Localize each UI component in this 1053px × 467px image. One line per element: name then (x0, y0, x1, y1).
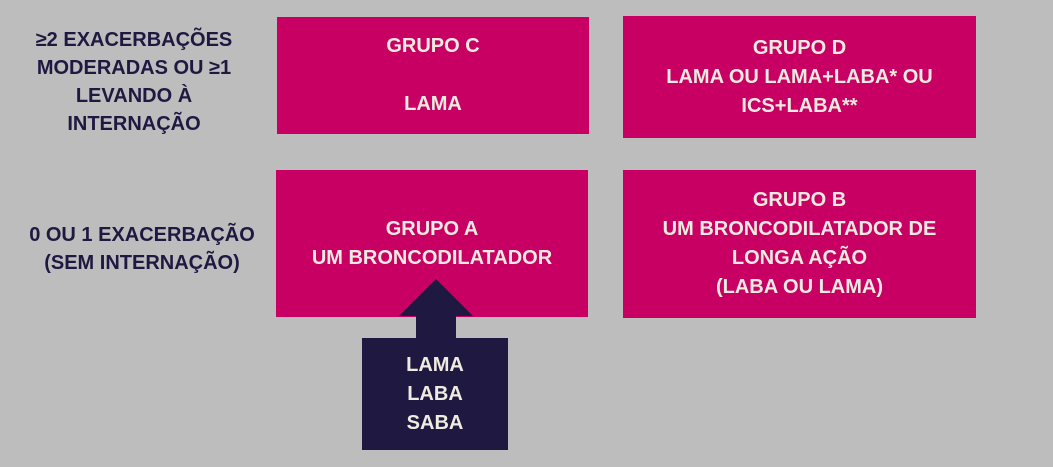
row-label-high-exacerbation: ≥2 EXACERBAÇÕES MODERADAS OU ≥1 LEVANDO … (35, 29, 233, 135)
bronchodilator-options-box: LAMA LABA SABA (362, 338, 508, 450)
up-arrow-shaft (416, 314, 456, 340)
group-b-box: GRUPO B UM BRONCODILATADOR DE LONGA AÇÃO… (623, 170, 976, 318)
row-label-low-exacerbation: 0 OU 1 EXACERBAÇÃO (SEM INTERNAÇÃO) (29, 224, 255, 274)
group-c-box: GRUPO C LAMA (277, 17, 589, 134)
group-d-box: GRUPO D LAMA OU LAMA+LABA* OU ICS+LABA** (623, 16, 976, 138)
up-arrow-icon (399, 279, 473, 316)
